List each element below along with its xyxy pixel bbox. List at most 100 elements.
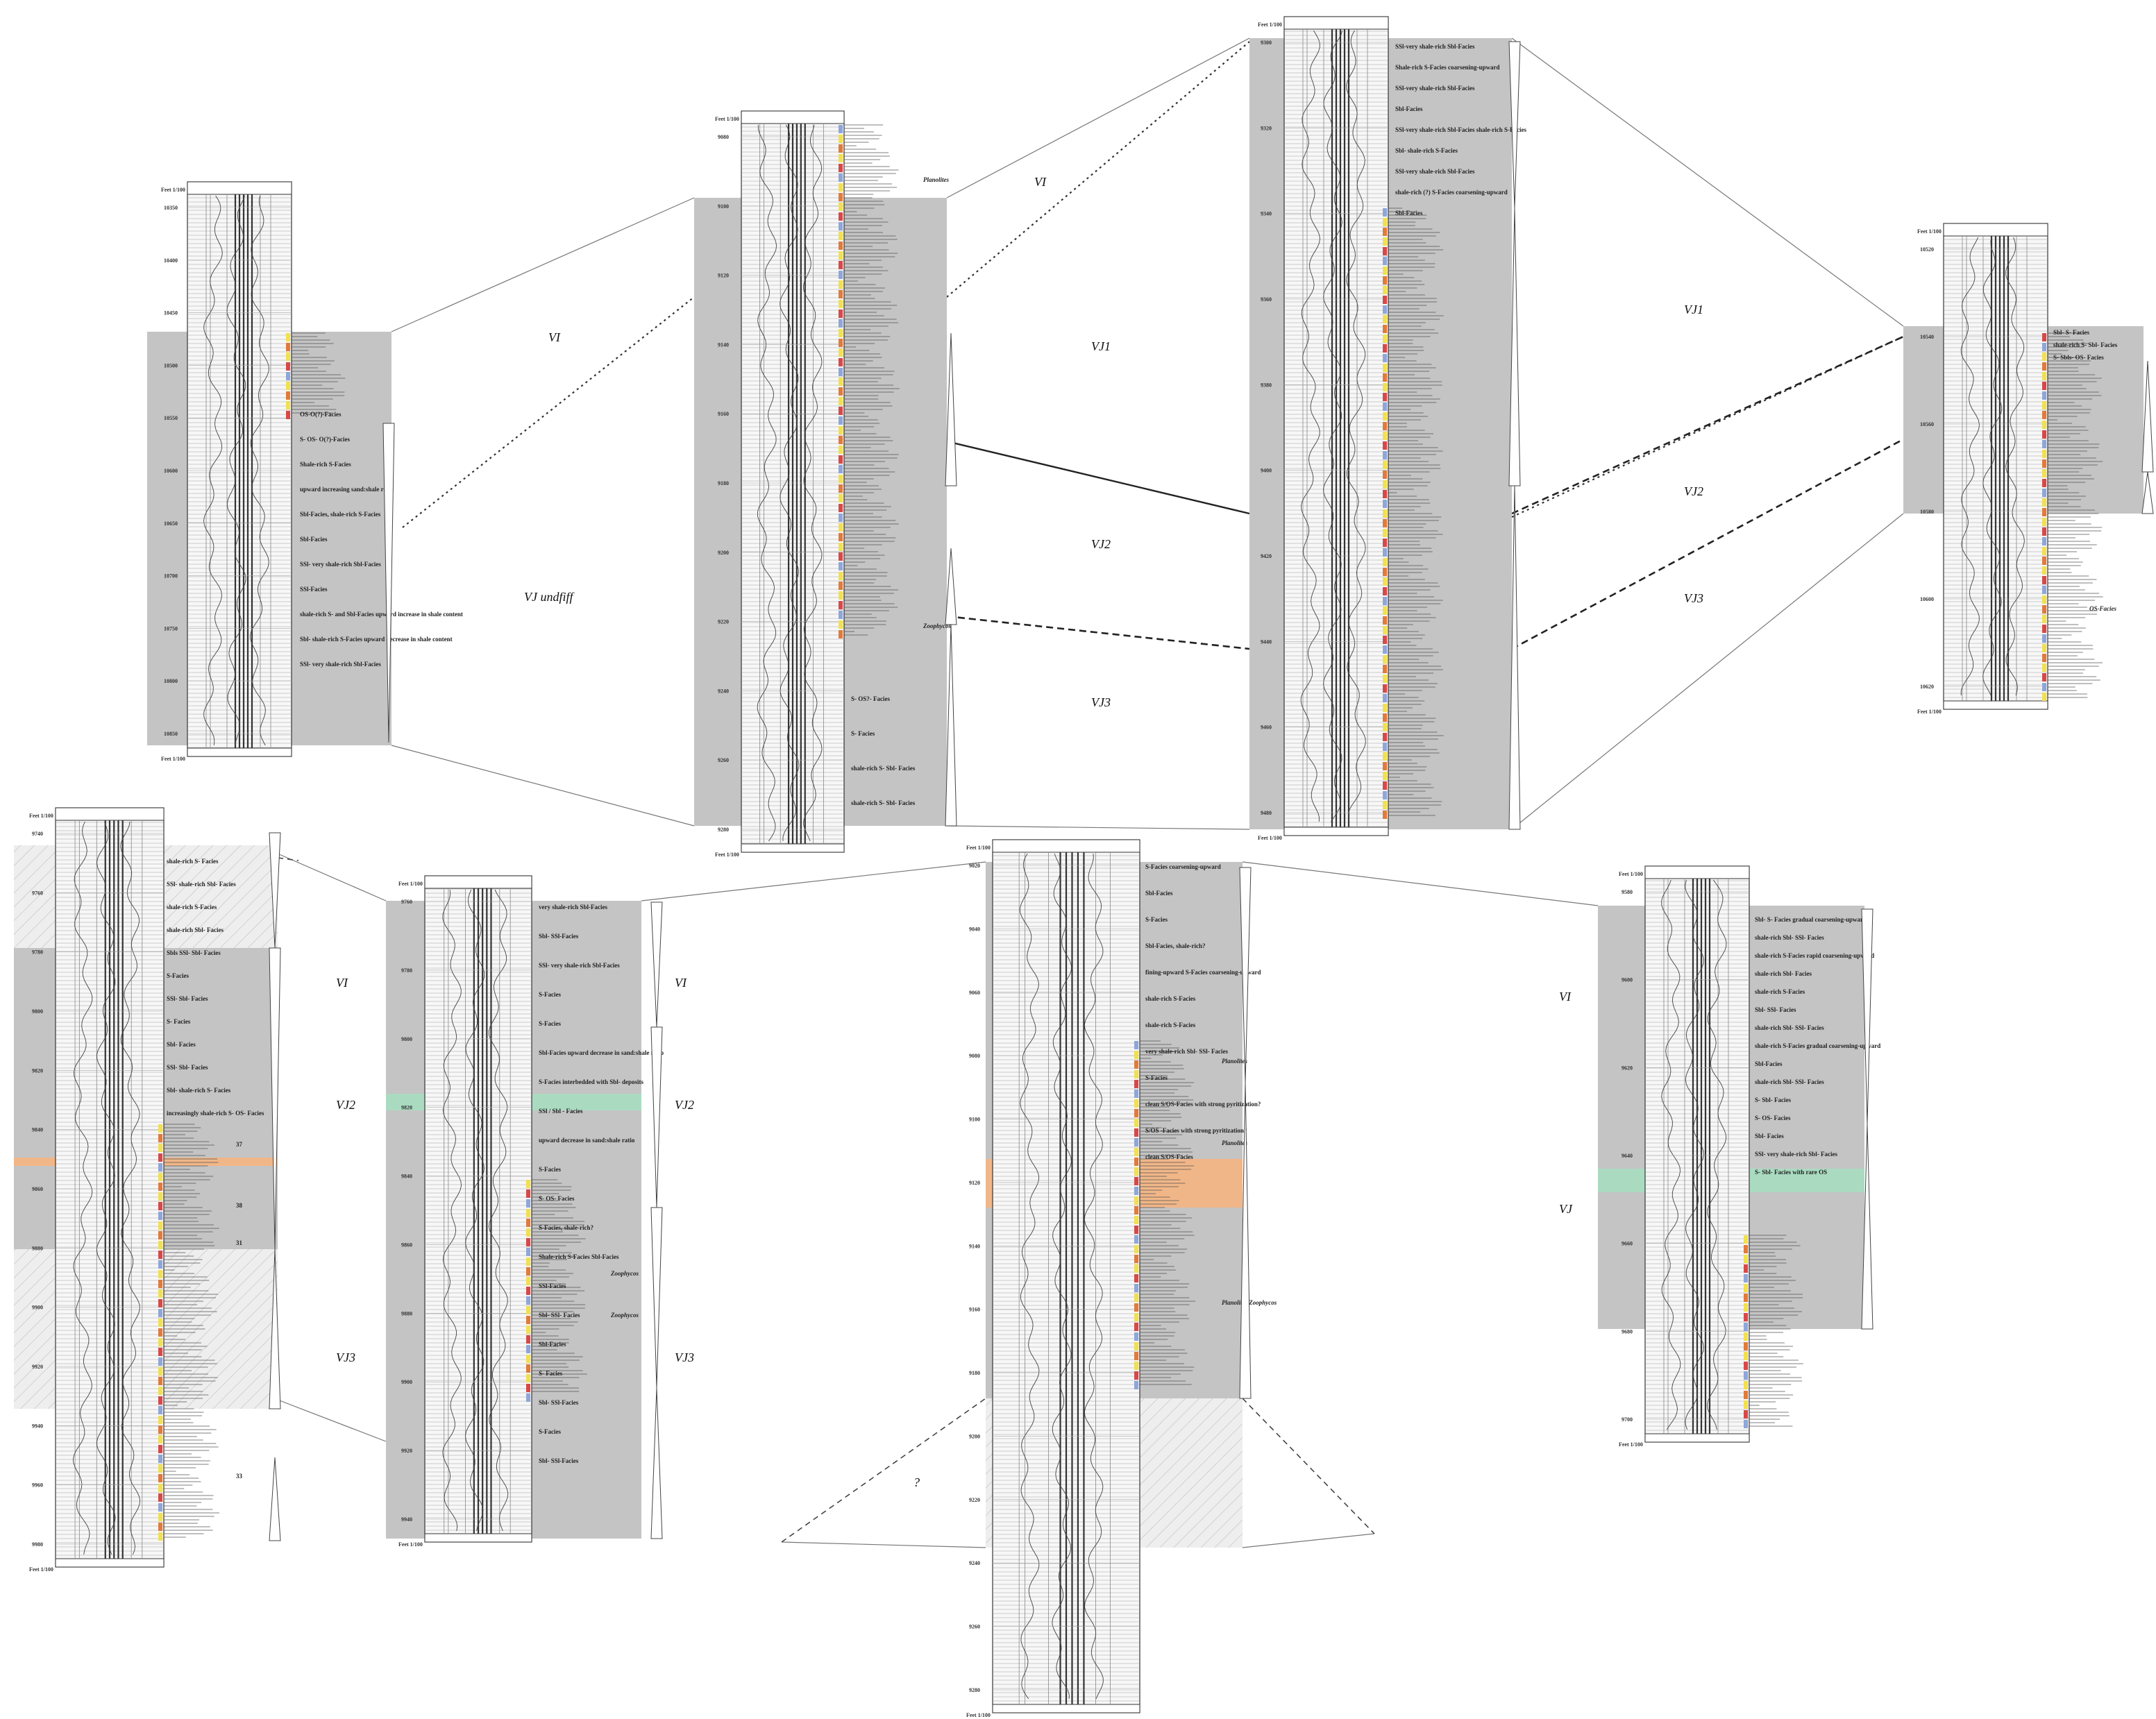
trace-fossil-label: Planolites <box>923 176 949 183</box>
trend-triangle <box>1239 867 1252 1083</box>
facies-color-strip <box>1383 325 1387 333</box>
facies-color-strip <box>1383 237 1387 246</box>
facies-color-strip <box>1134 1090 1138 1098</box>
facies-color-strip <box>1134 1255 1138 1263</box>
facies-color-strip <box>2042 576 2046 584</box>
zone-label-vj3-2: VJ3 <box>1684 591 1703 605</box>
facies-color-strip <box>158 1474 162 1482</box>
depth-label: 9940 <box>401 1516 412 1523</box>
facies-color-strip <box>526 1296 530 1305</box>
facies-color-strip <box>1383 733 1387 741</box>
zone-label-question: ? <box>913 1475 920 1489</box>
facies-color-strip <box>839 484 843 493</box>
facies-color-strip <box>1383 432 1387 440</box>
depth-label: 9280 <box>718 827 729 833</box>
facies-color-strip <box>526 1384 530 1392</box>
depth-label: 9040 <box>969 926 980 932</box>
facies-color-strip <box>2042 498 2046 507</box>
facies-color-strip <box>1383 781 1387 790</box>
facies-label: Shale-rich S-Facies coarsening-upward <box>1395 64 1500 71</box>
facies-color-strip <box>839 368 843 376</box>
facies-label: Sbl- shale-rich S-Facies upward decrease… <box>300 636 453 643</box>
sample-number: 37 <box>236 1141 243 1148</box>
scale-label: Feet 1/100 <box>29 813 53 819</box>
facies-color-strip <box>2042 469 2046 477</box>
facies-color-strip <box>839 125 843 133</box>
facies-color-strip <box>1383 373 1387 382</box>
facies-color-strip <box>1383 218 1387 226</box>
zone-label-vi-5: VI <box>1559 990 1572 1004</box>
facies-color-strip <box>1134 1362 1138 1370</box>
facies-label: S- Sbl- Facies <box>1755 1096 1791 1103</box>
log-header <box>741 110 845 124</box>
facies-color-strip <box>1744 1420 1748 1428</box>
facies-color-strip <box>2042 586 2046 594</box>
facies-color-strip <box>1134 1196 1138 1205</box>
log-curve <box>1020 853 1040 1700</box>
depth-label: 9460 <box>1261 725 1272 731</box>
facies-color-strip <box>1134 1294 1138 1302</box>
facies-color-strip <box>839 203 843 211</box>
facies-color-strip <box>1383 636 1387 644</box>
facies-color-strip <box>2042 615 2046 623</box>
facies-color-strip <box>1383 723 1387 731</box>
facies-label: S-Facies <box>1145 916 1168 923</box>
facies-label: shale-rich Sbl- SSl- Facies <box>1755 1024 1824 1031</box>
facies-color-strip <box>839 232 843 240</box>
facies-color-strip <box>1383 811 1387 819</box>
depth-label: 9120 <box>969 1180 980 1186</box>
facies-color-strip <box>286 382 290 390</box>
log-curve <box>1707 879 1727 1430</box>
facies-color-strip <box>2042 663 2046 672</box>
facies-color-strip <box>1134 1167 1138 1176</box>
facies-color-strip <box>1744 1381 1748 1389</box>
facies-label: very shale-rich Sbl- SSl- Facies <box>1145 1048 1228 1055</box>
depth-label: 9140 <box>718 341 729 348</box>
facies-color-strip <box>1383 315 1387 323</box>
depth-label: 9220 <box>969 1497 980 1503</box>
facies-color-strip <box>1383 509 1387 518</box>
log-footer <box>1943 700 2048 710</box>
trace-fossil-label: Zoophycos <box>923 623 951 629</box>
facies-color-strip <box>839 543 843 551</box>
facies-color-strip <box>158 1435 162 1443</box>
log-header <box>1644 865 1750 879</box>
facies-color-strip <box>1383 577 1387 586</box>
depth-label: 9820 <box>401 1105 412 1111</box>
scale-label: Feet 1/100 <box>966 845 991 851</box>
facies-color-strip <box>1383 684 1387 693</box>
facies-label: very shale-rich Sbl-Facies <box>539 904 607 911</box>
depth-label: 9140 <box>969 1243 980 1249</box>
trend-triangle <box>1508 41 1521 209</box>
depth-label: 9760 <box>401 899 412 905</box>
facies-color-strip <box>1383 276 1387 285</box>
facies-color-strip <box>1383 451 1387 459</box>
facies-color-strip <box>839 582 843 590</box>
facies-color-strip <box>839 572 843 580</box>
facies-color-strip <box>1744 1362 1748 1370</box>
facies-color-strip <box>158 1289 162 1298</box>
depth-label: 9740 <box>32 831 43 837</box>
facies-color-strip <box>1134 1284 1138 1292</box>
facies-label: SSl / Sbl - Facies <box>539 1108 583 1115</box>
facies-label: Sbl- SSl-Facies <box>539 1399 579 1406</box>
facies-color-strip <box>526 1394 530 1402</box>
depth-label: 10500 <box>164 362 178 369</box>
facies-label: SSl-very shale-rich Sbl-Facies <box>1395 85 1475 92</box>
facies-color-strip <box>1383 645 1387 654</box>
facies-label: S- Sbls- OS- Facies <box>2053 354 2104 361</box>
zone-labels: VI VJ undfiff VI VJ1 VJ2 VJ3 VJ1 VJ2 VJ3… <box>336 175 1703 1489</box>
depth-label: 10580 <box>1920 509 1934 515</box>
log-curve <box>1052 853 1072 1700</box>
facies-label: shale-rich S- Facies <box>167 858 219 865</box>
facies-label: S-Facies, shale-rich? <box>539 1224 593 1231</box>
facies-color-strip <box>526 1287 530 1295</box>
facies-color-strip <box>1134 1245 1138 1253</box>
facies-label: SSl-Facies <box>539 1282 566 1289</box>
trace-fossil-label: Zoophycos <box>610 1270 639 1277</box>
log-curve <box>1982 237 2003 696</box>
facies-label: Sbl-Facies upward decrease in sand:shale… <box>539 1049 664 1056</box>
